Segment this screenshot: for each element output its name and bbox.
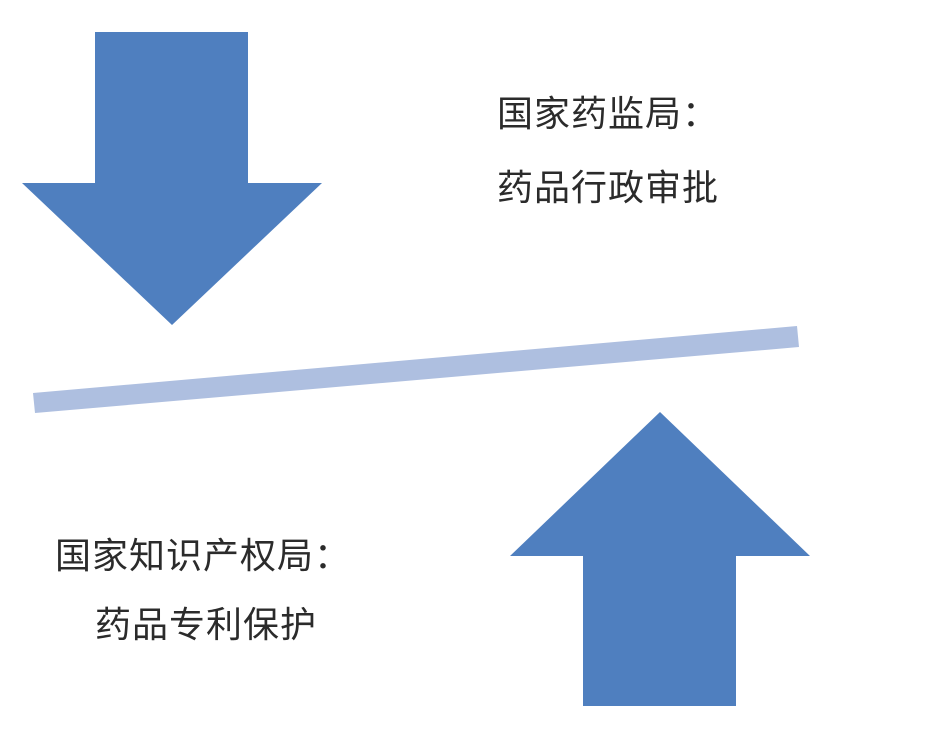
down-arrow xyxy=(22,32,322,325)
divider-line xyxy=(33,326,799,413)
drug-admin-approval-label: 药品行政审批 xyxy=(497,168,720,209)
ip-office-label: 国家知识产权局： xyxy=(55,536,352,577)
drug-admin-agency-label: 国家药监局： xyxy=(497,94,720,135)
drug-patent-protection-label: 药品专利保护 xyxy=(95,605,318,646)
up-arrow xyxy=(510,412,810,706)
